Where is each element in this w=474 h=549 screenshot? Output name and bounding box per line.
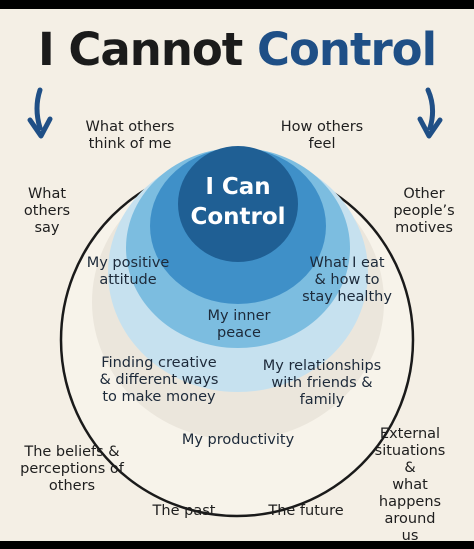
label-finding-creative: Finding creative & different ways to mak…: [99, 355, 219, 405]
label-what-i-eat: What I eat & how to stay healthy: [302, 255, 392, 305]
label-how-others-feel: How others feel: [280, 119, 364, 152]
label-beliefs-perceptions: The beliefs & perceptions of others: [20, 444, 124, 494]
title-part-control: Control: [256, 23, 437, 76]
label-the-future: The future: [268, 503, 344, 519]
center-title: I Can Control: [190, 174, 286, 230]
label-what-others-think: What others think of me: [85, 119, 175, 152]
bottom-border: [0, 541, 474, 549]
label-positive-attitude: My positive attitude: [86, 255, 170, 288]
title-part-cannot: I Cannot: [37, 23, 243, 76]
label-the-past: The past: [152, 503, 216, 519]
label-relationships: My relationships with friends & family: [262, 358, 382, 408]
page-title: I Cannot Control: [0, 20, 474, 80]
top-border: [0, 0, 474, 9]
label-what-others-say: What others say: [23, 186, 71, 236]
label-productivity: My productivity: [181, 432, 295, 448]
label-other-peoples-motives: Other people’s motives: [393, 186, 455, 236]
label-external-situations: External situations & what happens aroun…: [374, 426, 446, 544]
ring-5: [178, 146, 298, 262]
left-arrow-icon: [27, 87, 53, 139]
label-inner-peace: My inner peace: [207, 308, 271, 341]
right-arrow-icon: [417, 87, 443, 139]
